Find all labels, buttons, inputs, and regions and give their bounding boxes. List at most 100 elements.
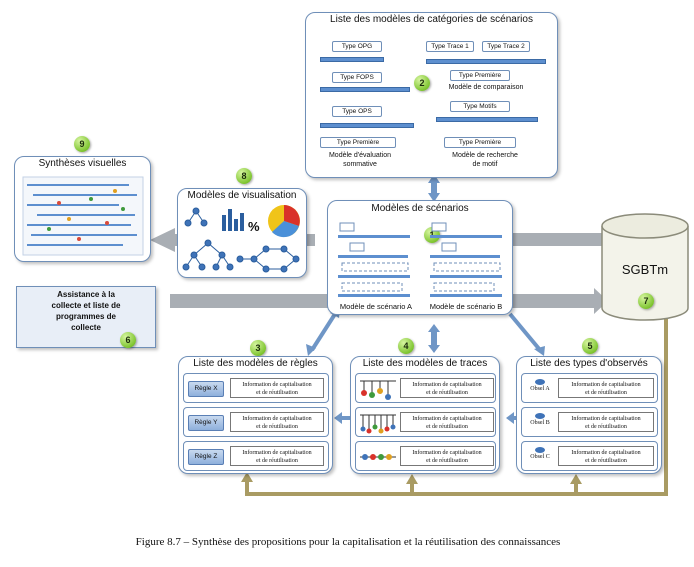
obsel-label: Obsel C <box>530 454 550 460</box>
visualisation-title: Modèles de visualisation <box>187 190 297 201</box>
type-trace-1-box: Type Trace 1 <box>426 41 474 52</box>
arrow-categories-scenarios <box>428 174 440 202</box>
trace-row: Information de capitalisation et de réut… <box>355 373 496 403</box>
eval-label-line1: Modèle d'évaluation <box>328 152 392 159</box>
pie-chart-icon <box>268 205 300 238</box>
info-line2: et de réutilisation <box>426 424 468 430</box>
rule-tag: Règle X <box>188 381 224 397</box>
trace-graphic <box>360 454 396 460</box>
info-line2: et de réutilisation <box>585 458 627 464</box>
number-badge-2: 2 <box>414 75 430 91</box>
traces-title: Liste des modèles de traces <box>362 358 488 369</box>
obsel-dot-icon <box>535 413 545 419</box>
observed-title: Liste des types d'observés <box>530 358 648 369</box>
search-label-line1: Modèle de recherche <box>452 152 518 159</box>
number-badge-5: 5 <box>582 338 598 354</box>
obsel-item: Obsel A <box>524 379 556 392</box>
type-trace-2-box: Type Trace 2 <box>482 41 530 52</box>
rule-row: Règle X Information de capitalisation et… <box>183 373 329 403</box>
rule-tag: Règle Y <box>188 415 224 431</box>
feedback-loop <box>245 316 668 496</box>
scenario-a-graphic <box>338 222 410 297</box>
bar <box>320 87 410 92</box>
obsel-dot-icon <box>535 447 545 453</box>
arrow-scenarios-rules <box>310 312 337 352</box>
info-line2: et de réutilisation <box>585 424 627 430</box>
sgbtm-database <box>601 213 689 321</box>
eval-label-line2: sommative <box>343 161 377 168</box>
categories-title: Liste des modèles de catégories de scéna… <box>330 14 533 25</box>
assistance-line2: collecte et liste de <box>51 301 121 310</box>
info-line2: et de réutilisation <box>256 390 298 396</box>
info-line1: Information de capitalisation <box>242 382 312 388</box>
info-line1: Information de capitalisation <box>242 450 312 456</box>
rules-panel: Liste des modèles de règles Règle X Info… <box>178 356 333 474</box>
info-line1: Information de capitalisation <box>571 450 641 456</box>
bar <box>436 117 538 122</box>
categories-panel: Liste des modèles de catégories de scéna… <box>305 12 558 178</box>
trace-graphic <box>360 414 396 434</box>
number-badge-4: 4 <box>398 338 414 354</box>
search-label-line2: de motif <box>472 161 498 168</box>
trace-graphic <box>360 380 396 400</box>
visualisation-panel: Modèles de visualisation % <box>177 188 307 278</box>
arrow-scenarios-traces <box>428 324 440 353</box>
trace-row: Information de capitalisation et de réut… <box>355 441 496 471</box>
rule-tag: Règle Z <box>188 449 224 465</box>
syntheses-panel: Synthèses visuelles <box>14 156 151 262</box>
type-premiere-right-box: Type Première <box>444 137 516 148</box>
traces-panel: Liste des modèles de traces Information … <box>350 356 500 474</box>
number-badge-9: 9 <box>74 136 90 152</box>
percent-sign: % <box>248 219 260 234</box>
obsel-label: Obsel B <box>530 420 550 426</box>
syntheses-title: Synthèses visuelles <box>38 158 127 169</box>
info-line1: Information de capitalisation <box>242 416 312 422</box>
hierarchy-icon <box>182 239 234 271</box>
scenarios-panel: Modèles de scénarios 1 Modèle de scénari… <box>327 200 513 315</box>
tree-icon <box>184 207 208 227</box>
observed-panel: Liste des types d'observés Obsel A Infor… <box>516 356 662 474</box>
visualisation-graphic: % <box>182 205 300 273</box>
scenarios-title: Modèles de scénarios <box>371 203 469 214</box>
obsel-label: Obsel A <box>530 386 550 392</box>
rule-row: Règle Y Information de capitalisation et… <box>183 407 329 437</box>
type-motifs-box: Type Motifs <box>450 101 510 112</box>
rule-row: Règle Z Information de capitalisation et… <box>183 441 329 471</box>
type-premiere-mid-box: Type Première <box>450 70 510 81</box>
info-line2: et de réutilisation <box>426 458 468 464</box>
obsel-row: Obsel B Information de capitalisation et… <box>521 407 658 437</box>
assistance-line4: collecte <box>71 323 101 332</box>
type-opg-box: Type OPG <box>332 41 382 52</box>
arrow-scenarios-observed <box>508 312 542 352</box>
obsel-item: Obsel C <box>524 447 556 460</box>
syntheses-graphic <box>22 176 144 256</box>
obsel-item: Obsel B <box>524 413 556 426</box>
bar <box>320 123 414 128</box>
sgbtm-label: SGBTm <box>621 262 669 277</box>
type-premiere-left-box: Type Première <box>320 137 396 148</box>
number-badge-7: 7 <box>638 293 654 309</box>
bar <box>320 57 384 62</box>
obsel-row: Obsel A Information de capitalisation et… <box>521 373 658 403</box>
bar <box>426 59 546 64</box>
info-line1: Information de capitalisation <box>412 450 482 456</box>
number-badge-8: 8 <box>236 168 252 184</box>
scenario-b-graphic <box>430 222 502 297</box>
info-line2: et de réutilisation <box>426 390 468 396</box>
info-line1: Information de capitalisation <box>571 416 641 422</box>
info-line2: et de réutilisation <box>256 424 298 430</box>
scenario-a-label: Modèle de scénario A <box>339 302 413 311</box>
info-line2: et de réutilisation <box>585 390 627 396</box>
trace-row: Information de capitalisation et de réut… <box>355 407 496 437</box>
assistance-line1: Assistance à la <box>57 290 115 299</box>
info-line1: Information de capitalisation <box>412 416 482 422</box>
comparison-label: Modèle de comparaison <box>448 84 524 91</box>
scenario-b-label: Modèle de scénario B <box>429 302 503 311</box>
number-badge-3: 3 <box>250 340 266 356</box>
assistance-line3: programmes de <box>55 312 117 321</box>
info-line2: et de réutilisation <box>256 458 298 464</box>
obsel-row: Obsel C Information de capitalisation et… <box>521 441 658 471</box>
obsel-dot-icon <box>535 379 545 385</box>
figure-caption: Figure 8.7 – Synthèse des propositions p… <box>135 536 561 548</box>
bar-chart-icon <box>222 209 244 231</box>
